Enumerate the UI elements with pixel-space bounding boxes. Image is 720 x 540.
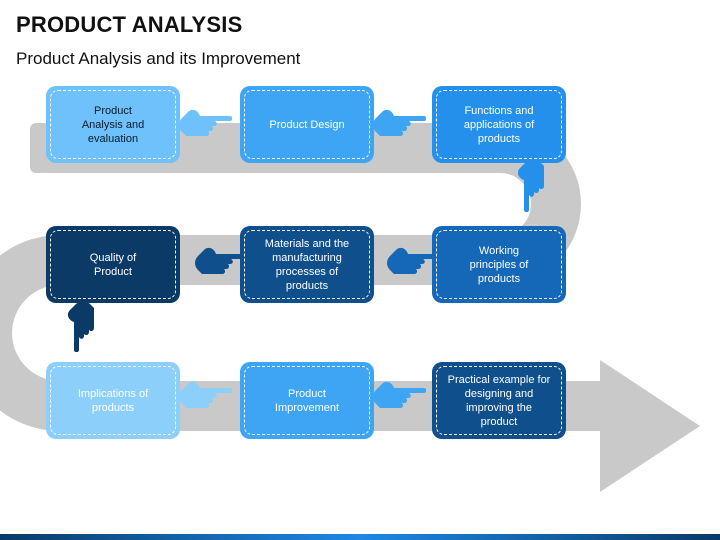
page-title: PRODUCT ANALYSIS (16, 12, 243, 37)
pointing-hand-icon (373, 381, 426, 408)
pointing-hand-icon (517, 159, 544, 212)
path-band-middle (0, 235, 610, 431)
step-label: Product Design (261, 118, 352, 132)
step-label-line: processes of (275, 265, 339, 278)
step-label-line: Product Design (269, 118, 345, 131)
pointing-hand-icon (195, 247, 248, 274)
step-label-line: evaluation (87, 132, 139, 145)
step-label-line: Improvement (274, 401, 340, 414)
step-label-line: manufacturing (272, 251, 342, 264)
pointing-hand-icon (387, 247, 440, 274)
step-label-line: principles of (469, 258, 529, 271)
step-label-line: product (480, 415, 518, 428)
step-label-line: products (91, 401, 135, 414)
path-cap-left (30, 123, 50, 173)
step-label-line: products (477, 272, 521, 285)
step-label-line: applications of (463, 118, 535, 131)
step-label-line: products (477, 132, 521, 145)
pointing-hand-icon (67, 301, 94, 352)
step-label-line: Functions and (464, 104, 534, 117)
footer-accent-bar (0, 534, 720, 540)
step-label-line: designing and (464, 387, 534, 400)
step-label-line: Analysis and (81, 118, 145, 131)
step-label-line: Implications of (77, 387, 149, 400)
pointing-hand-icon (179, 109, 232, 136)
step-label-line: products (285, 279, 329, 292)
pointing-hand-icon (373, 109, 426, 136)
step-label-line: Product (94, 265, 132, 278)
path-arrow-head (600, 360, 700, 492)
step-label-line: Practical example for (447, 373, 551, 386)
step-label-line: improving the (465, 401, 533, 414)
pointing-hand-icon (179, 381, 232, 408)
step-label-line: Working (478, 244, 520, 257)
step-label-line: Product (288, 387, 326, 400)
page-subtitle: Product Analysis and its Improvement (16, 49, 301, 68)
step-label-line: Product (94, 104, 132, 117)
step-box-product-design: Product Design (240, 86, 374, 163)
step-label-line: Materials and the (264, 237, 350, 250)
step-label-line: Quality of (89, 251, 137, 264)
